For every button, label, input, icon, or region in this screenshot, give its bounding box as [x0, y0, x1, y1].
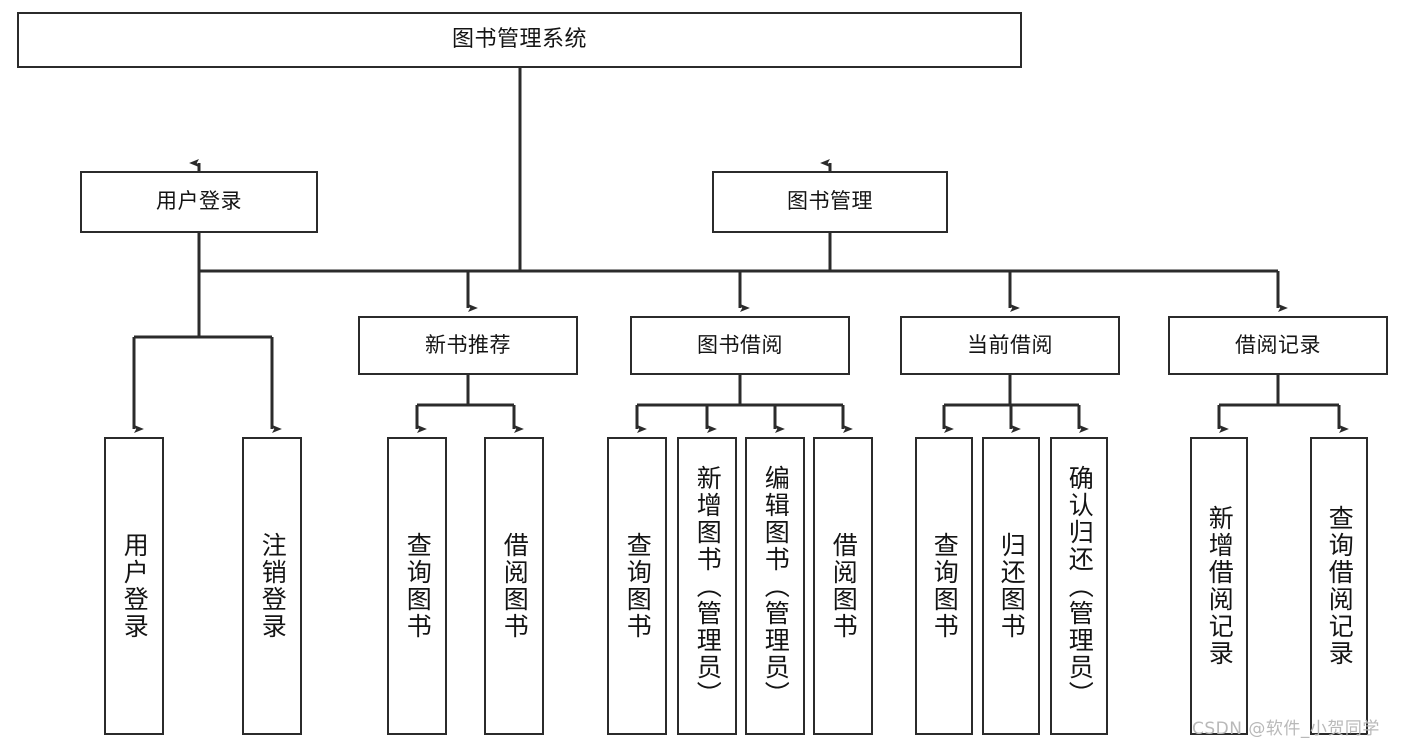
node-leaf-confirm-return-label: 确认归还（管理员）	[1065, 464, 1095, 708]
node-leaf-borrow-book-2-label: 借阅图书	[829, 532, 859, 640]
node-leaf-return-book[interactable]: 归还图书	[982, 437, 1040, 735]
node-leaf-add-book[interactable]: 新增图书（管理员）	[677, 437, 737, 735]
node-leaf-borrow-book-1-label: 借阅图书	[500, 532, 530, 640]
node-user-login-label: 用户登录	[156, 189, 242, 214]
node-leaf-query-book-2[interactable]: 查询图书	[607, 437, 667, 735]
node-leaf-query-record[interactable]: 查询借阅记录	[1310, 437, 1368, 735]
node-leaf-query-book-1[interactable]: 查询图书	[387, 437, 447, 735]
node-root[interactable]: 图书管理系统	[17, 12, 1022, 68]
node-current-borrow[interactable]: 当前借阅	[900, 316, 1120, 375]
node-book-manage-label: 图书管理	[787, 189, 873, 214]
node-borrow-record[interactable]: 借阅记录	[1168, 316, 1388, 375]
node-leaf-user-login[interactable]: 用户登录	[104, 437, 164, 735]
node-current-borrow-label: 当前借阅	[967, 332, 1053, 357]
node-leaf-query-book-1-label: 查询图书	[403, 532, 433, 640]
node-leaf-edit-book[interactable]: 编辑图书（管理员）	[745, 437, 805, 735]
node-new-book-recommend[interactable]: 新书推荐	[358, 316, 578, 375]
node-leaf-borrow-book-1[interactable]: 借阅图书	[484, 437, 544, 735]
node-new-book-recommend-label: 新书推荐	[425, 332, 511, 357]
node-book-manage[interactable]: 图书管理	[712, 171, 948, 233]
node-leaf-borrow-book-2[interactable]: 借阅图书	[813, 437, 873, 735]
node-leaf-return-book-label: 归还图书	[997, 532, 1027, 640]
node-leaf-query-book-2-label: 查询图书	[623, 532, 653, 640]
node-leaf-user-login-label: 用户登录	[120, 532, 150, 640]
node-leaf-logout-label: 注销登录	[258, 532, 288, 640]
csdn-watermark: CSDN @软件_小贺同学	[1192, 719, 1380, 739]
node-leaf-add-book-label: 新增图书（管理员）	[693, 464, 723, 708]
node-leaf-query-book-3-label: 查询图书	[930, 532, 960, 640]
node-leaf-logout[interactable]: 注销登录	[242, 437, 302, 735]
node-leaf-query-book-3[interactable]: 查询图书	[915, 437, 973, 735]
node-leaf-confirm-return[interactable]: 确认归还（管理员）	[1050, 437, 1108, 735]
node-user-login[interactable]: 用户登录	[80, 171, 318, 233]
node-root-label: 图书管理系统	[451, 26, 587, 52]
node-leaf-add-record[interactable]: 新增借阅记录	[1190, 437, 1248, 735]
node-borrow-record-label: 借阅记录	[1235, 332, 1321, 357]
node-leaf-query-record-label: 查询借阅记录	[1325, 505, 1355, 667]
node-book-borrow[interactable]: 图书借阅	[630, 316, 850, 375]
node-book-borrow-label: 图书借阅	[697, 332, 783, 357]
node-leaf-edit-book-label: 编辑图书（管理员）	[761, 464, 791, 708]
node-leaf-add-record-label: 新增借阅记录	[1205, 505, 1235, 667]
